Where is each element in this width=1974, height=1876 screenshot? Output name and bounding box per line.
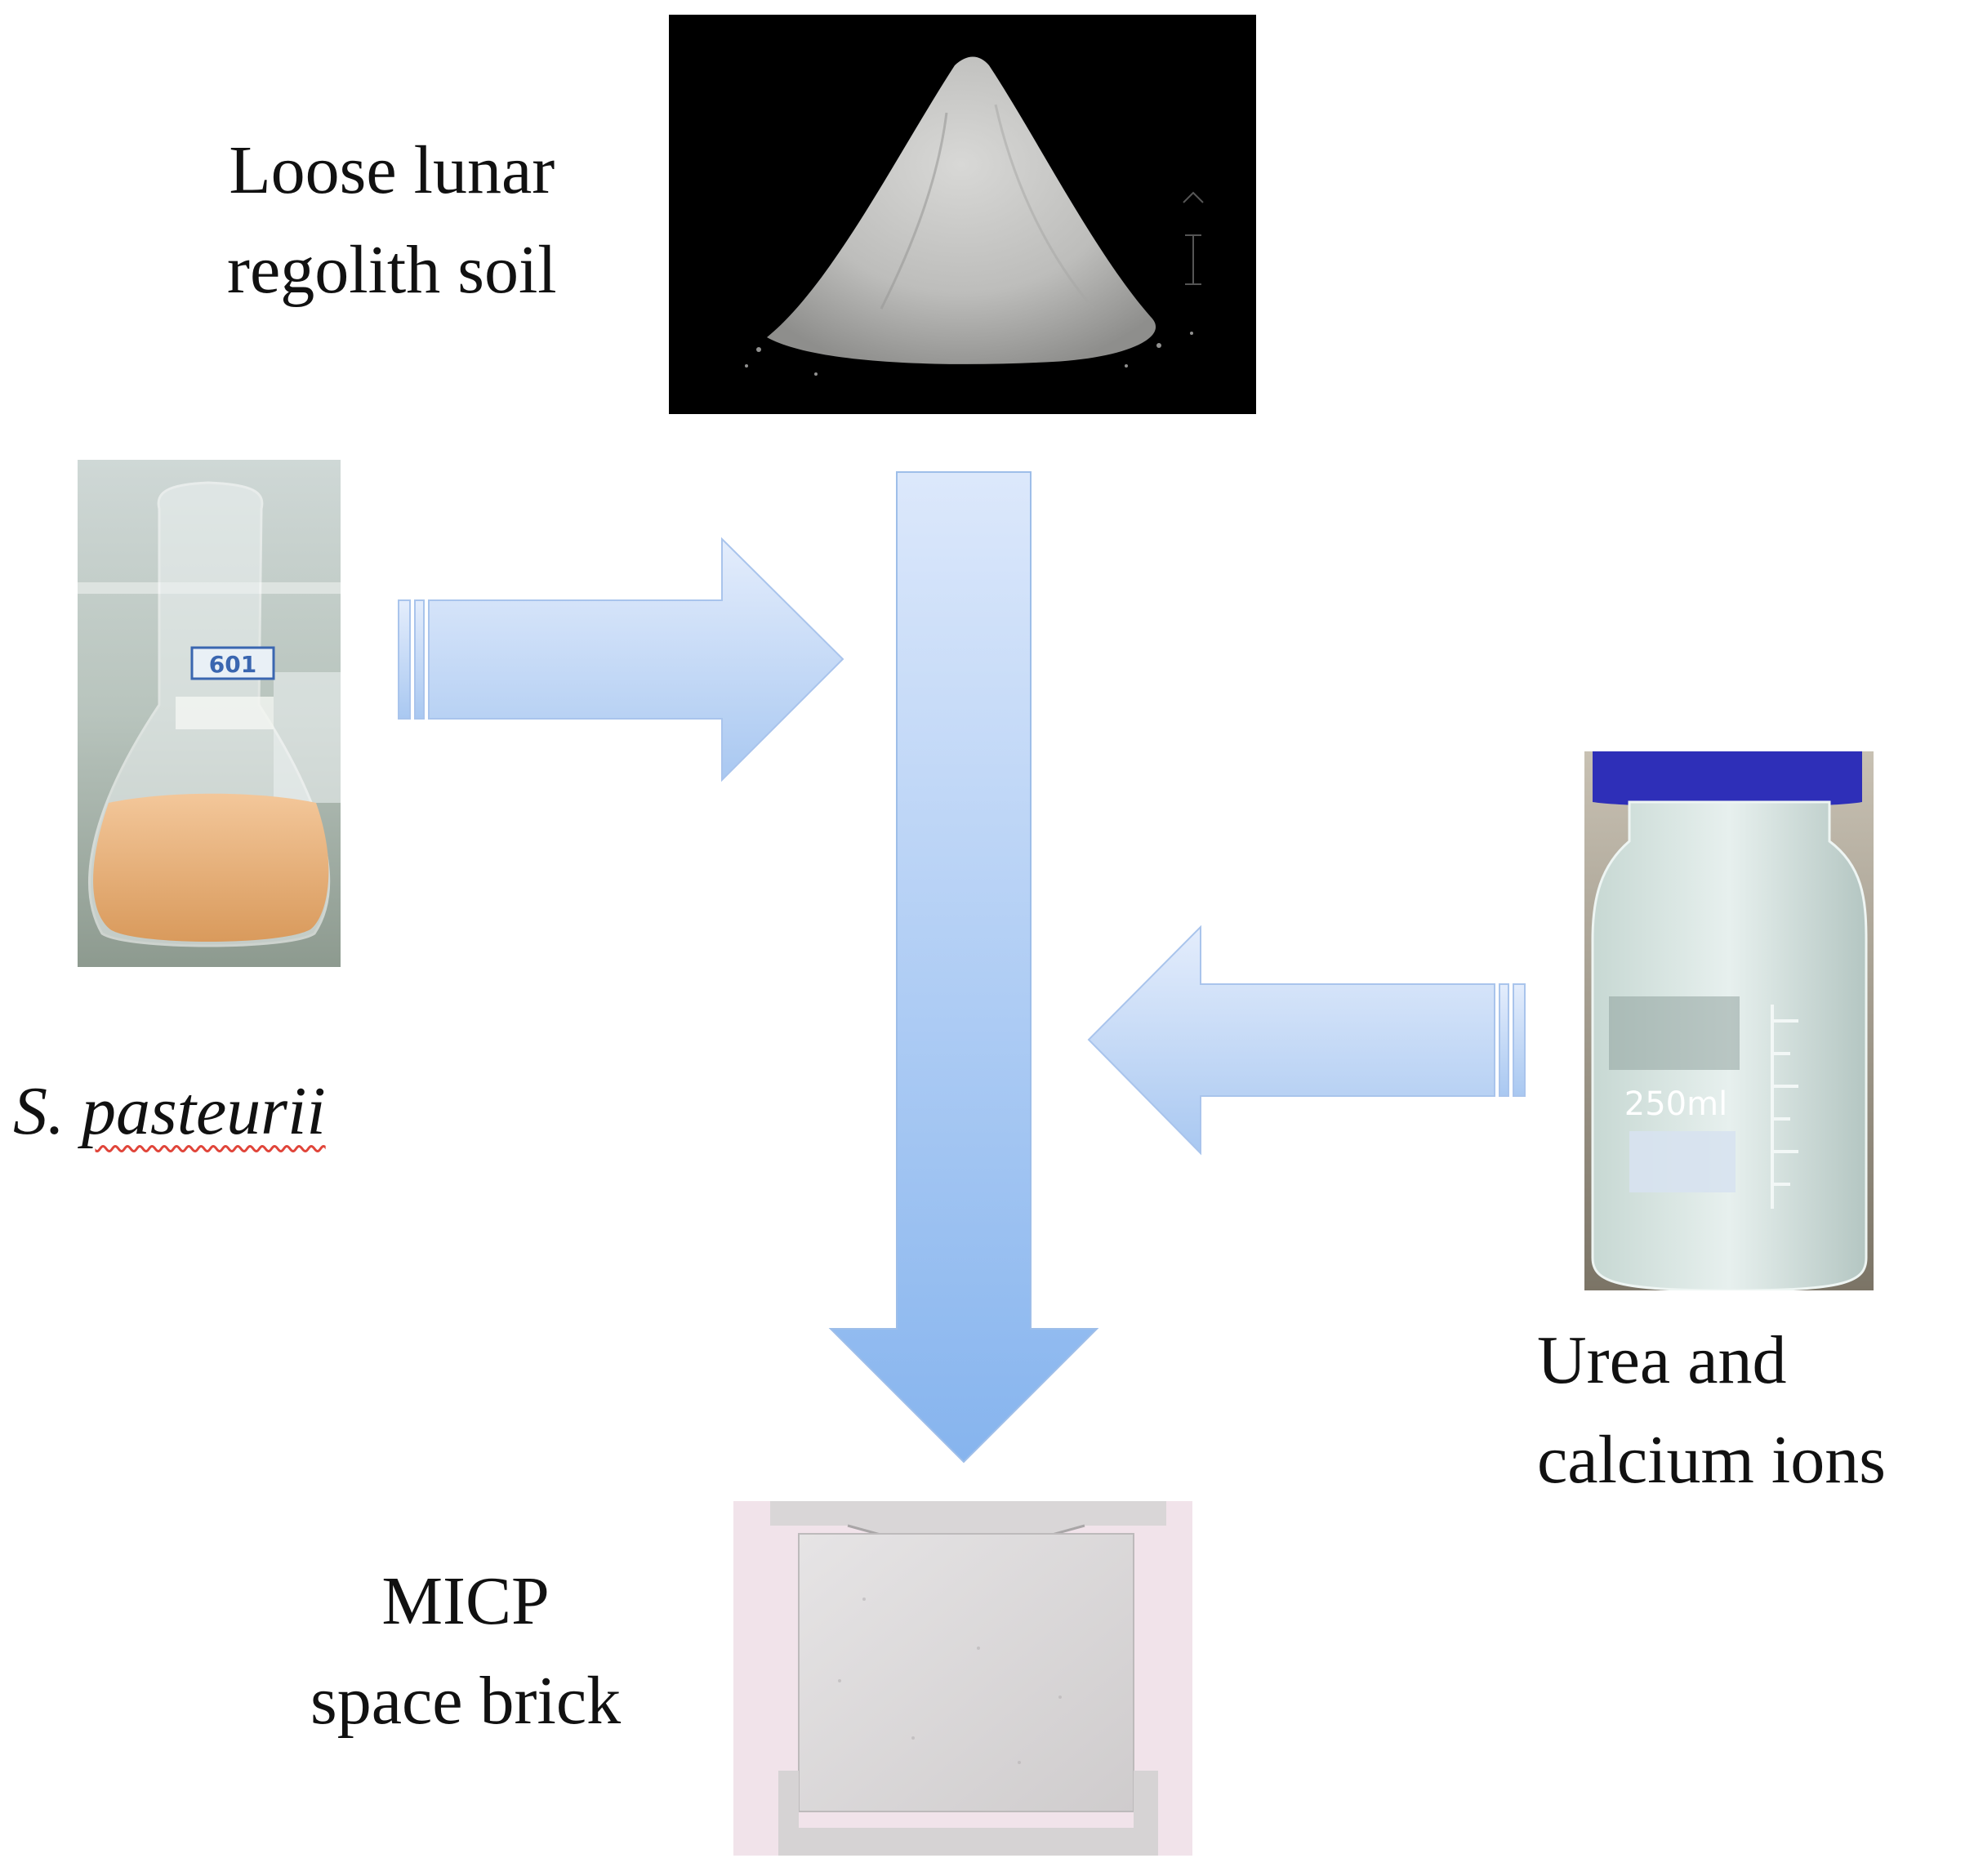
brick-top-platen: [770, 1501, 1166, 1558]
reagents-label: Urea and calcium ions: [1537, 1311, 1886, 1510]
brick-label-line-1: MICP: [381, 1563, 550, 1639]
bacteria-label-name: pasteurii: [82, 1073, 326, 1149]
brick-photo: [733, 1501, 1192, 1856]
regolith-label-line-2: regolith soil: [227, 231, 557, 308]
flask-photo: 601: [78, 460, 341, 967]
flask-badge: 601: [209, 651, 256, 678]
brick-bottom-platen: [778, 1771, 1158, 1856]
regolith-label: Loose lunar regolith soil: [227, 121, 557, 320]
regolith-label-line-1: Loose lunar: [229, 132, 555, 208]
bacteria-label: S. pasteurii: [13, 1062, 326, 1161]
left-arrow: [1087, 925, 1526, 1156]
bacteria-label-prefix: S.: [13, 1073, 82, 1149]
brick-body: [799, 1534, 1134, 1811]
reagents-label-line-1: Urea and: [1537, 1322, 1787, 1398]
regolith-pile: [767, 56, 1156, 364]
flask-broth: [93, 793, 329, 942]
down-arrow: [828, 471, 1099, 1464]
bottle-cap: [1593, 751, 1862, 807]
right-arrow: [398, 537, 844, 782]
brick-label: MICP space brick: [310, 1552, 621, 1751]
bottle-volume-label: 250ml: [1624, 1085, 1727, 1123]
brick-label-line-2: space brick: [310, 1662, 622, 1739]
reagents-label-line-2: calcium ions: [1537, 1421, 1886, 1498]
regolith-photo: [669, 15, 1256, 414]
bottle-photo: 250ml: [1584, 751, 1874, 1290]
